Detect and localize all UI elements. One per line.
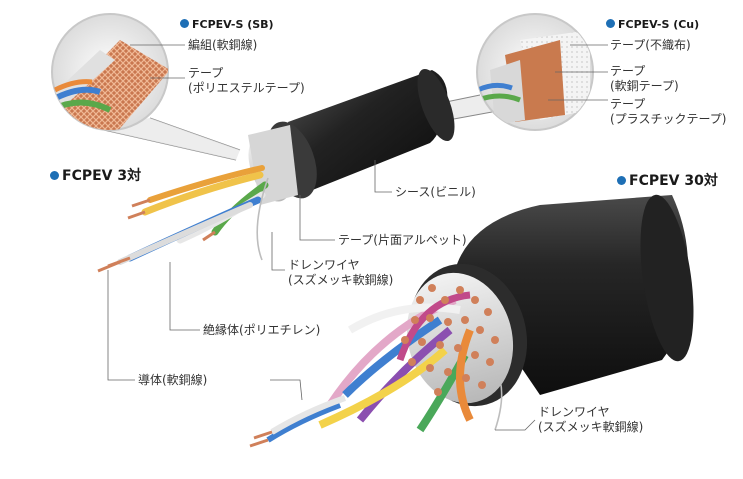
blue-dot-icon	[180, 19, 189, 28]
label-drain-wire-1: ドレンワイヤ (スズメッキ軟銅線)	[288, 258, 393, 288]
label-line: (軟銅テープ)	[610, 79, 679, 93]
title-fcpev-3-pair: FCPEV 3対	[50, 165, 141, 185]
title-text: FCPEV-S (SB)	[192, 18, 274, 31]
label-line: テープ	[188, 66, 224, 80]
title-text: FCPEV 3対	[62, 168, 142, 184]
label-drain-wire-2: ドレンワイヤ (スズメッキ軟銅線)	[538, 405, 643, 435]
label-tape-plastic: テープ (プラスチックテープ)	[610, 97, 726, 127]
cable-30-pair	[249, 194, 694, 448]
blue-dot-icon	[50, 171, 59, 180]
blue-dot-icon	[617, 176, 626, 185]
label-tape-nonwoven: テープ(不織布)	[610, 38, 691, 52]
label-line: (プラスチックテープ)	[610, 112, 727, 126]
callout-line-sb	[94, 117, 241, 161]
label-line: (スズメッキ軟銅線)	[538, 420, 644, 434]
title-text: FCPEV 30対	[629, 173, 718, 189]
title-fcpev-30-pair: FCPEV 30対	[617, 170, 718, 190]
title-text: FCPEV-S (Cu)	[618, 18, 700, 31]
label-braid: 編組(軟銅線)	[188, 38, 258, 52]
cable-3-pair	[97, 68, 455, 273]
label-line: (スズメッキ軟銅線)	[288, 273, 394, 287]
label-tape-polyester: テープ (ポリエステルテープ)	[188, 66, 305, 96]
label-line: テープ	[610, 64, 646, 78]
lens-sb	[51, 13, 169, 131]
label-tape-copper: テープ (軟銅テープ)	[610, 64, 679, 94]
title-fcpev-s-sb: FCPEV-S (SB)	[180, 18, 274, 31]
label-line: ドレンワイヤ	[538, 405, 610, 419]
label-insulator: 絶縁体(ポリエチレン)	[203, 323, 321, 337]
label-line: テープ	[610, 97, 646, 111]
label-tape-alpet: テープ(片面アルペット)	[338, 233, 467, 247]
leader-lines	[107, 44, 608, 431]
label-line: (ポリエステルテープ)	[188, 81, 305, 95]
label-line: ドレンワイヤ	[288, 258, 360, 272]
label-conductor: 導体(軟銅線)	[138, 373, 208, 387]
label-sheath: シース(ビニル)	[395, 185, 476, 199]
blue-dot-icon	[606, 19, 615, 28]
title-fcpev-s-cu: FCPEV-S (Cu)	[606, 18, 699, 31]
